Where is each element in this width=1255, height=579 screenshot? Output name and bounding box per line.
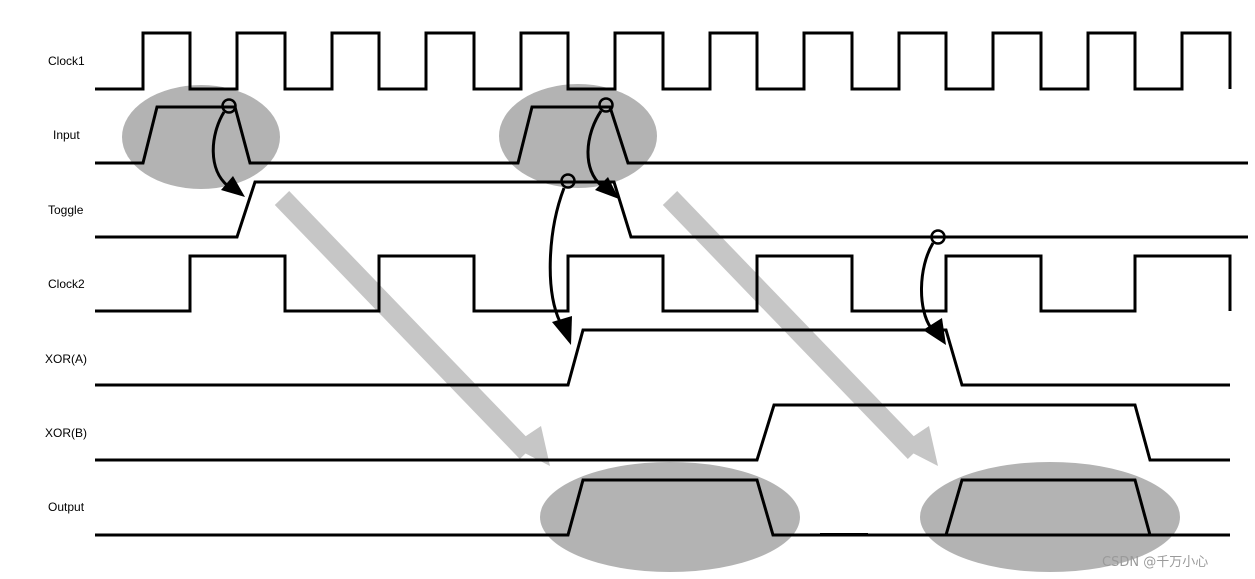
- highlight-blobs: [122, 84, 1180, 572]
- cause-arrow-input-to-toggle-rise: [211, 98, 245, 197]
- output-pulse-2-highlight: [920, 462, 1180, 572]
- label-xor-a: XOR(A): [45, 352, 87, 366]
- edge-marker-ring: [930, 229, 946, 245]
- label-clock1: Clock1: [48, 54, 85, 68]
- label-input: Input: [53, 128, 80, 142]
- toggle-waveform: [95, 180, 1248, 239]
- label-output: Output: [48, 500, 85, 514]
- edge-marker-ring: [560, 173, 576, 189]
- signal-labels: Clock1 Input Toggle Clock2 XOR(A) XOR(B)…: [45, 54, 87, 514]
- cause-arrow-toggle-to-xor-a-rise: [548, 173, 576, 345]
- clock1-waveform: [95, 31, 1232, 91]
- flow-arrows: [274, 191, 938, 466]
- edge-marker-ring: [598, 97, 614, 113]
- waveforms: [95, 31, 1248, 537]
- xor-a-waveform: [95, 328, 1230, 387]
- clock2-waveform: [95, 254, 1232, 313]
- xor-b-waveform: [95, 403, 1230, 462]
- watermark: CSDN @千万小心: [1102, 555, 1208, 570]
- input-waveform: [95, 105, 1248, 165]
- cause-arrows: [211, 97, 946, 345]
- flow-arrow-2: [662, 191, 938, 466]
- edge-marker-ring: [221, 98, 237, 114]
- input-pulse-2-highlight: [499, 84, 657, 188]
- label-xor-b: XOR(B): [45, 426, 87, 440]
- output-waveform-pulse-2: [944, 478, 1152, 536]
- label-clock2: Clock2: [48, 277, 85, 291]
- output-pulse-1-highlight: [540, 462, 800, 572]
- cause-arrow-input-to-toggle-fall: [586, 97, 619, 199]
- cause-arrow-toggle-to-xor-a-fall: [920, 229, 946, 345]
- input-pulse-1-highlight: [122, 85, 280, 189]
- flow-arrow-1: [274, 191, 550, 466]
- label-toggle: Toggle: [48, 203, 84, 217]
